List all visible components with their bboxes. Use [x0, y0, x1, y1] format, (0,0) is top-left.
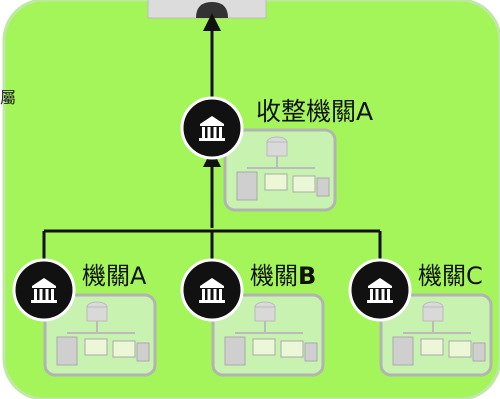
- node-label-a: 機關A: [82, 262, 147, 290]
- network-computers-icon: [223, 128, 337, 212]
- node-a[interactable]: [12, 258, 76, 322]
- node-c[interactable]: [348, 258, 412, 322]
- node-label-top: 收整機關A: [256, 97, 374, 126]
- edge-text: 屬: [0, 88, 17, 107]
- node-top[interactable]: [180, 96, 244, 160]
- node-label-b: 機關B: [250, 256, 316, 291]
- node-label-b-main: 機關: [250, 262, 298, 290]
- node-label-b-suffix: B: [298, 262, 317, 290]
- node-label-c: 機關C: [418, 262, 483, 290]
- node-b[interactable]: [180, 258, 244, 322]
